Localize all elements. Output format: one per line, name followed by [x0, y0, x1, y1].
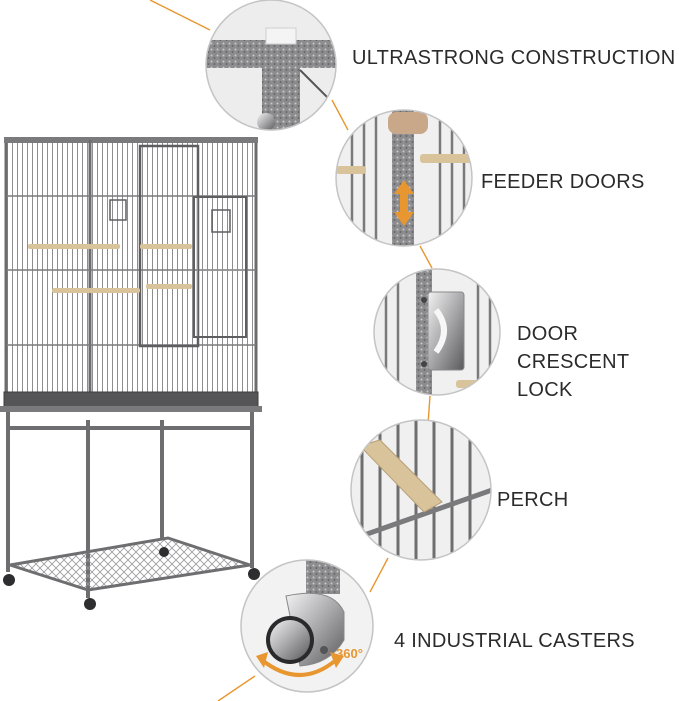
- double-arrow-icon: [394, 180, 414, 226]
- connector-line-top: [149, 0, 211, 31]
- cage-bottom-shelf: [9, 536, 251, 592]
- bird-cage: [0, 137, 262, 610]
- feature-label-perch: PERCH: [497, 489, 569, 511]
- cage-perch-2: [52, 288, 140, 293]
- connector-line-perch: [369, 557, 389, 593]
- connector-line-lock: [427, 395, 431, 425]
- cage-caster-4: [159, 547, 169, 557]
- cage-open-door: [193, 196, 247, 338]
- cage-perch-1: [28, 244, 120, 249]
- cage-caster-1: [3, 574, 15, 586]
- connector-line-casters: [217, 675, 256, 701]
- connector-line-construction: [331, 99, 349, 131]
- feature-label-crescent-lock: DOOR CRESCENT LOCK: [517, 323, 630, 401]
- detail-casters: 360°: [240, 559, 374, 693]
- cage-perch-3: [140, 244, 192, 249]
- detail-perch: [350, 419, 492, 561]
- connector-line-feeder: [419, 245, 433, 269]
- cage-feeder-door-right: [211, 209, 231, 233]
- rotation-badge: 360°: [336, 646, 363, 661]
- rotation-arrow-icon: [260, 658, 338, 677]
- cage-perch-4: [146, 284, 192, 289]
- feature-label-feeder-doors: FEEDER DOORS: [481, 171, 645, 193]
- feature-label-casters: 4 INDUSTRIAL CASTERS: [394, 630, 635, 652]
- cage-caster-2: [84, 598, 96, 610]
- cage-feeder-door-left: [109, 199, 127, 221]
- detail-feeder-doors: [335, 109, 473, 247]
- detail-crescent-lock: [373, 268, 501, 396]
- connector-lines: [149, 0, 433, 701]
- cage-top-frame: [4, 137, 258, 143]
- cage-stand: [6, 412, 254, 598]
- detail-construction: [205, 0, 337, 131]
- feature-label-construction: ULTRASTRONG CONSTRUCTION: [352, 47, 676, 69]
- cage-caster-3: [248, 568, 260, 580]
